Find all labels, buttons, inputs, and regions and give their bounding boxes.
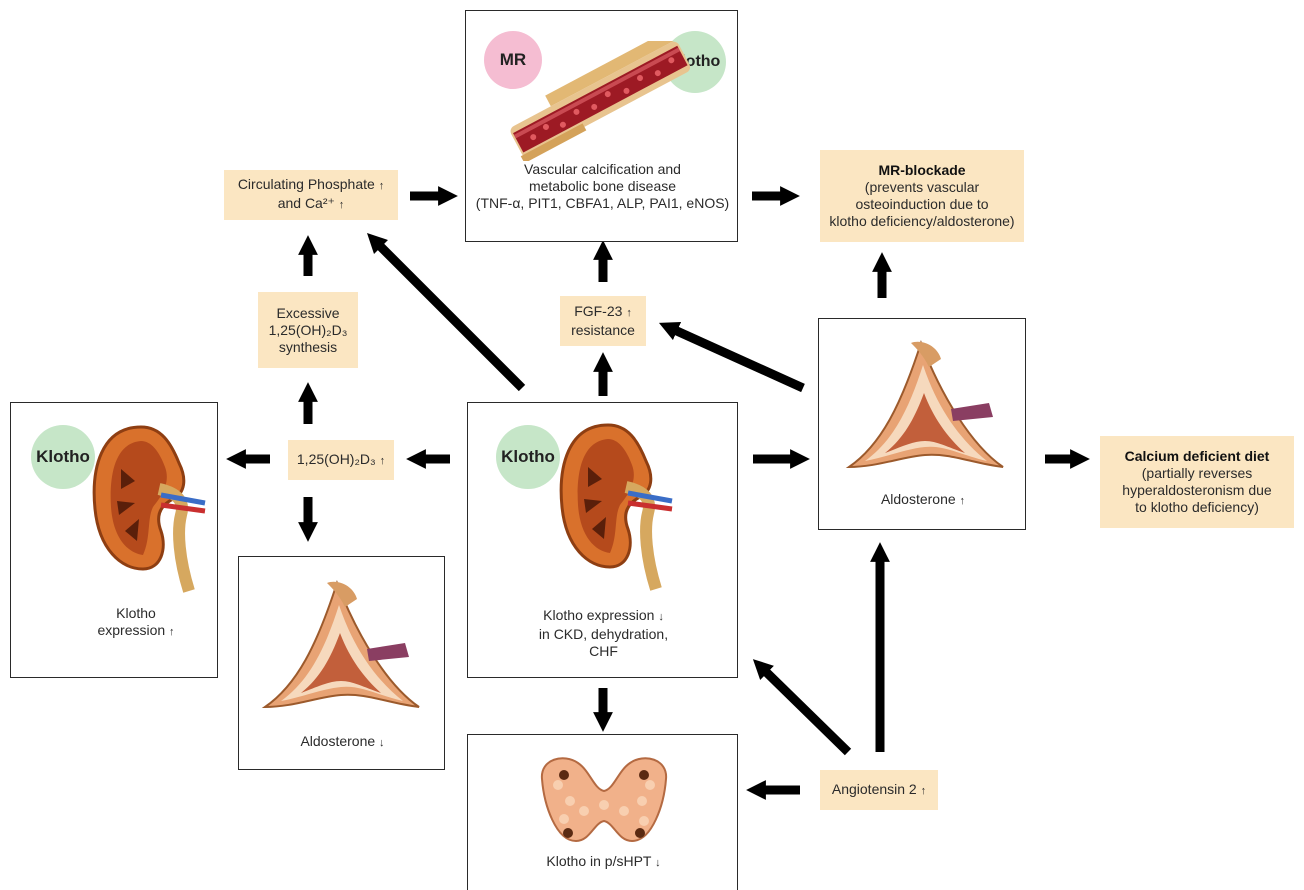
center-kidney-panel: Klotho Klotho expression ↓ in CKD, dehyd… xyxy=(467,402,738,678)
center-kidney-caption: Klotho expression ↓ in CKD, dehydration,… xyxy=(468,607,739,660)
parathyroid-caption: Klotho in p/sHPT ↓ xyxy=(468,853,739,872)
blood-vessel-illustration xyxy=(494,41,704,161)
circulating-phosphate-box: Circulating Phosphate ↑ and Ca²⁺ ↑ xyxy=(224,170,398,220)
adrenal-right-caption: Aldosterone ↑ xyxy=(819,491,1027,510)
arrow-center-to-phosphate xyxy=(374,240,522,388)
adrenal-gland-icon-right xyxy=(841,335,1011,485)
up-arrow-glyph: ↑ xyxy=(921,785,927,797)
excessive-synthesis-box: Excessive 1,25(OH)₂D₃ synthesis xyxy=(258,292,358,368)
angiotensin-box: Angiotensin 2 ↑ xyxy=(820,770,938,810)
up-arrow-glyph: ↑ xyxy=(380,455,386,467)
down-arrow-glyph: ↓ xyxy=(379,737,385,749)
up-arrow-glyph: ↑ xyxy=(626,307,632,319)
down-arrow-glyph: ↓ xyxy=(658,611,664,623)
up-arrow-glyph: ↑ xyxy=(379,180,385,192)
mr-blockade-box: MR-blockade (prevents vascular osteoindu… xyxy=(820,150,1024,242)
arrow-adrenal-to-fgf23 xyxy=(668,327,803,388)
vascular-calcification-panel: MR Klotho Vascular calcification and met… xyxy=(465,10,738,242)
up-arrow-glyph: ↑ xyxy=(960,495,966,507)
kidney-icon-center xyxy=(548,417,678,597)
kidney-icon-left xyxy=(81,419,211,599)
arrow-angiotensin-to-center xyxy=(760,666,848,752)
vascular-caption: Vascular calcification and metabolic bon… xyxy=(466,161,739,212)
adrenal-low-panel: Aldosterone ↓ xyxy=(238,556,445,770)
parathyroid-gland-icon xyxy=(534,749,674,849)
vitamin-d-box: 1,25(OH)₂D₃ ↑ xyxy=(288,440,394,480)
calcium-deficient-diet-box: Calcium deficient diet (partially revers… xyxy=(1100,436,1294,528)
parathyroid-panel: Klotho in p/sHPT ↓ xyxy=(467,734,738,890)
adrenal-gland-icon-low xyxy=(257,575,427,725)
up-arrow-glyph: ↑ xyxy=(169,626,175,638)
fgf23-box: FGF-23 ↑ resistance xyxy=(560,296,646,346)
left-kidney-caption: Klotho expression ↑ xyxy=(71,605,201,641)
adrenal-right-panel: Aldosterone ↑ xyxy=(818,318,1026,530)
down-arrow-glyph: ↓ xyxy=(655,857,661,869)
adrenal-low-caption: Aldosterone ↓ xyxy=(239,733,446,752)
up-arrow-glyph: ↑ xyxy=(339,199,345,211)
left-kidney-panel: Klotho Klotho expression ↑ xyxy=(10,402,218,678)
